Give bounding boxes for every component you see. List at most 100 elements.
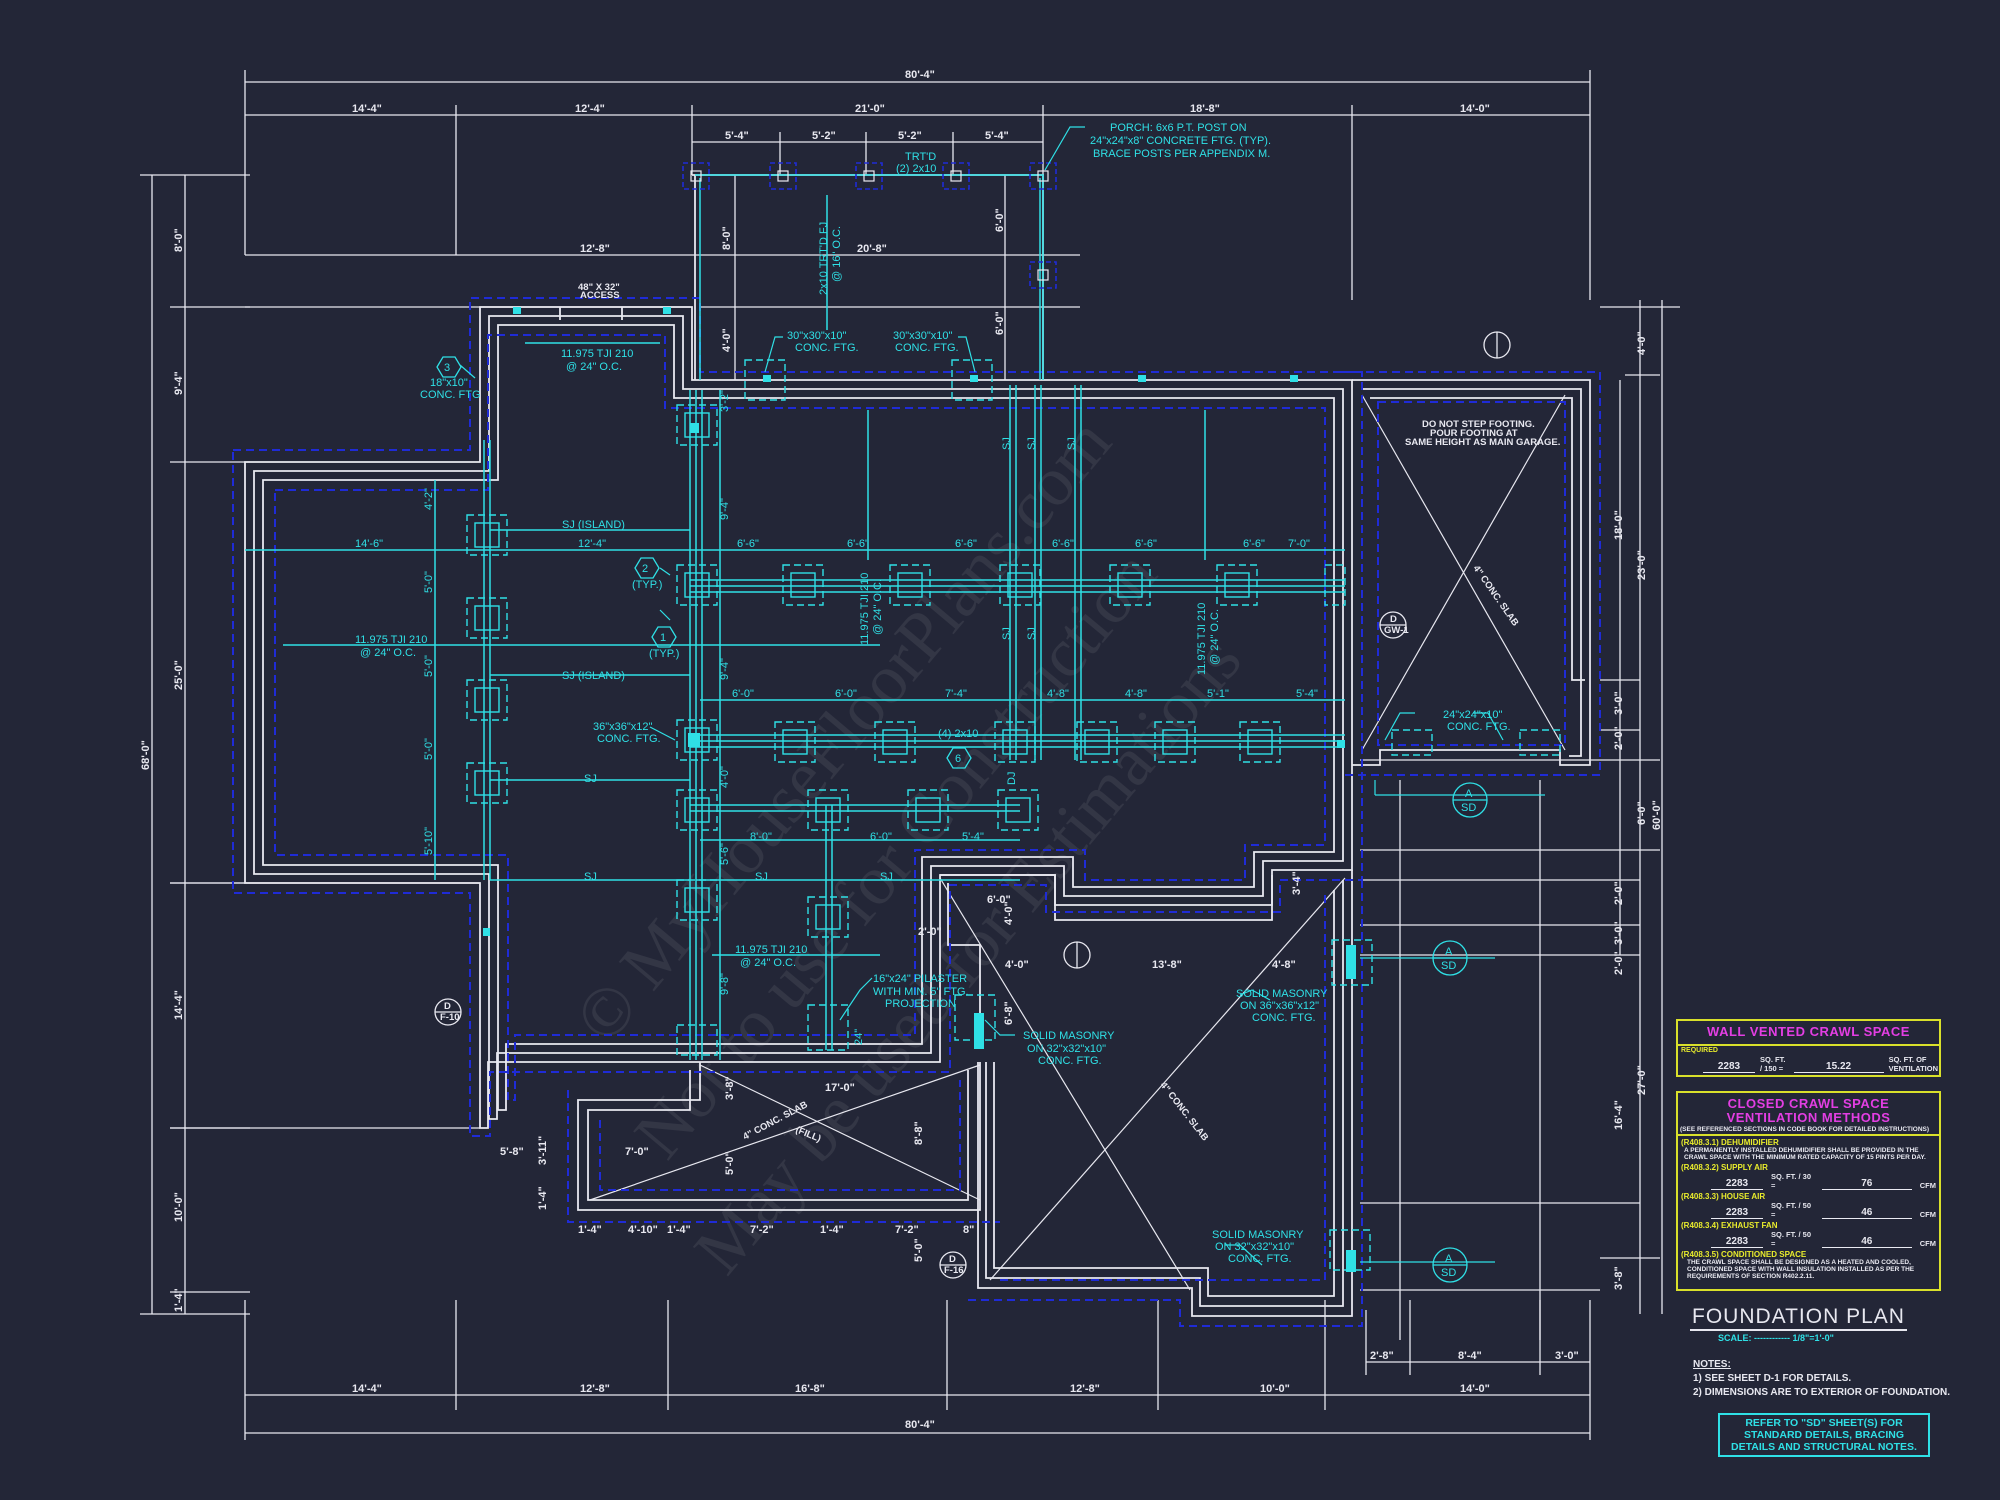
svg-text:4'-0": 4'-0" (721, 328, 733, 352)
svg-text:1'-4": 1'-4" (667, 1224, 691, 1236)
svg-text:5'-1": 5'-1" (1207, 688, 1229, 700)
svg-text:6'-6": 6'-6" (1243, 538, 1265, 550)
svg-text:4" CONC. SLAB: 4" CONC. SLAB (1471, 563, 1521, 628)
svg-text:3'-2": 3'-2" (719, 390, 731, 412)
svg-text:5'-10": 5'-10" (423, 827, 435, 855)
svg-text:1'-4": 1'-4" (537, 1186, 549, 1210)
svg-text:13'-8": 13'-8" (1152, 959, 1182, 971)
svg-text:27'-0": 27'-0" (1636, 1065, 1648, 1095)
svg-text:@ 24" O.C.: @ 24" O.C. (1209, 609, 1221, 665)
svg-text:GW-1: GW-1 (1384, 625, 1409, 636)
svg-text:6'-6": 6'-6" (1135, 538, 1157, 550)
svg-text:23'-0": 23'-0" (1636, 550, 1648, 580)
svg-text:CONC. FTG.: CONC. FTG. (1252, 1012, 1316, 1024)
svg-text:SOLID MASONRY: SOLID MASONRY (1023, 1030, 1115, 1042)
svg-text:ON 32"x32"x10": ON 32"x32"x10" (1215, 1241, 1294, 1253)
svg-text:18'-8": 18'-8" (1190, 103, 1220, 115)
svg-text:6'-0": 6'-0" (994, 208, 1006, 232)
svg-text:7'-0": 7'-0" (625, 1146, 649, 1158)
svg-text:4'-0": 4'-0" (1636, 331, 1648, 355)
svg-text:16'-8": 16'-8" (795, 1383, 825, 1395)
svg-text:11.975 TJI 210: 11.975 TJI 210 (859, 573, 871, 645)
svg-text:8'-0": 8'-0" (750, 831, 772, 843)
svg-text:21'-0": 21'-0" (855, 103, 885, 115)
svg-text:D: D (444, 1001, 451, 1012)
svg-text:A: A (1465, 788, 1473, 800)
svg-text:TRT'D: TRT'D (905, 151, 936, 163)
svg-text:9'-8": 9'-8" (719, 973, 731, 995)
beam-dimensions: 14'-6" 12'-4" 4'-2" 5'-0" 5'-0" 5'-0" 5'… (355, 390, 1318, 995)
svg-text:60'-0": 60'-0" (1651, 800, 1663, 830)
svg-text:14'-4": 14'-4" (352, 1383, 382, 1395)
svg-text:14'-4": 14'-4" (173, 990, 185, 1020)
svg-text:36"x36"x12": 36"x36"x12" (593, 721, 653, 733)
svg-text:3'-11": 3'-11" (537, 1136, 549, 1165)
svg-text:CONC. FTG.: CONC. FTG. (1447, 721, 1511, 733)
svg-text:12'-4": 12'-4" (578, 538, 606, 550)
wall-vented-calc: 2283 SQ. FT. / 150 = 15.22 SQ. FT. OF VE… (1703, 1055, 1939, 1073)
svg-text:F-16: F-16 (944, 1265, 964, 1276)
svg-text:5'-0": 5'-0" (913, 1238, 925, 1262)
svg-text:1: 1 (660, 632, 666, 644)
svg-text:4'-2": 4'-2" (423, 488, 435, 510)
svg-text:20'-8": 20'-8" (857, 243, 887, 255)
svg-text:1'-4": 1'-4" (820, 1224, 844, 1236)
svg-text:3'-4": 3'-4" (1291, 871, 1303, 895)
svg-text:SJ: SJ (1066, 437, 1078, 450)
svg-text:2'-0": 2'-0" (1613, 726, 1625, 750)
general-notes: NOTES: 1) SEE SHEET D-1 FOR DETAILS. 2) … (1693, 1358, 1950, 1400)
svg-text:D: D (949, 1254, 956, 1265)
svg-text:SJ (ISLAND): SJ (ISLAND) (562, 670, 625, 682)
svg-text:6'-6": 6'-6" (1052, 538, 1074, 550)
svg-text:14'-0": 14'-0" (1460, 1383, 1490, 1395)
svg-text:18'-0": 18'-0" (1613, 510, 1625, 540)
svg-text:SJ (ISLAND): SJ (ISLAND) (562, 519, 625, 531)
svg-text:A: A (1445, 1253, 1453, 1265)
svg-text:6'-6": 6'-6" (847, 538, 869, 550)
beams-and-joists (245, 174, 1345, 1060)
svg-text:3'-8": 3'-8" (724, 1076, 736, 1100)
scale-line: SCALE: ------------ 1/8"=1'-0" (1718, 1333, 1834, 1343)
svg-text:SAME HEIGHT AS MAIN GARAGE.: SAME HEIGHT AS MAIN GARAGE. (1405, 437, 1560, 448)
slab-hatching (589, 394, 1566, 1291)
svg-text:2'-0": 2'-0" (918, 926, 942, 938)
svg-text:4" CONC. SLAB: 4" CONC. SLAB (1158, 1080, 1211, 1143)
svg-text:SOLID MASONRY: SOLID MASONRY (1236, 988, 1328, 1000)
vents (483, 307, 1356, 1272)
leader-lines (459, 126, 1545, 1266)
svg-text:2'-0": 2'-0" (1613, 881, 1625, 905)
svg-text:4'-0": 4'-0" (1003, 901, 1015, 925)
note-item: 1) SEE SHEET D-1 FOR DETAILS. (1693, 1373, 1852, 1384)
svg-text:6'-6": 6'-6" (737, 538, 759, 550)
svg-text:3'-0": 3'-0" (1555, 1350, 1579, 1362)
supply-air-label: (R408.3.2) SUPPLY AIR (1681, 1163, 1768, 1172)
svg-text:5'-2": 5'-2" (812, 130, 836, 142)
dehumidifier-label: (R408.3.1) DEHUMIDIFIER (1681, 1138, 1779, 1147)
svg-text:4'-0": 4'-0" (1005, 959, 1029, 971)
svg-text:5'-6": 5'-6" (719, 843, 731, 865)
svg-text:11.975 TJI 210: 11.975 TJI 210 (1196, 603, 1208, 675)
svg-text:2'-8": 2'-8" (1370, 1350, 1394, 1362)
svg-text:ON 32"x32"x10": ON 32"x32"x10" (1027, 1043, 1106, 1055)
svg-text:4'-8": 4'-8" (1125, 688, 1147, 700)
svg-text:SD: SD (1461, 802, 1476, 814)
svg-text:16'-4": 16'-4" (1613, 1100, 1625, 1130)
svg-text:68'-0": 68'-0" (140, 740, 152, 770)
svg-text:CONC. FTG.: CONC. FTG. (1038, 1055, 1102, 1067)
svg-text:SD: SD (1441, 960, 1456, 972)
svg-text:SD: SD (1441, 1267, 1456, 1279)
svg-text:(2) 2x10: (2) 2x10 (896, 163, 936, 175)
svg-text:BRACE POSTS PER APPENDIX M.: BRACE POSTS PER APPENDIX M. (1093, 148, 1270, 160)
svg-text:SJ: SJ (1001, 437, 1013, 450)
svg-text:12'-8": 12'-8" (580, 243, 610, 255)
svg-text:(TYP.): (TYP.) (632, 579, 662, 591)
svg-text:7'-2": 7'-2" (750, 1224, 774, 1236)
exhaust-fan-calc: 2283 SQ. FT. / 50 = 46 CFM (1711, 1230, 1936, 1248)
svg-text:9'-4": 9'-4" (173, 371, 185, 395)
svg-text:A: A (1445, 946, 1453, 958)
svg-text:2x10 TRT'D FJ: 2x10 TRT'D FJ (818, 222, 830, 295)
svg-text:24"x24"x8" CONCRETE FTG. (TYP): 24"x24"x8" CONCRETE FTG. (TYP). (1090, 135, 1271, 147)
svg-text:SJ: SJ (1026, 627, 1038, 640)
svg-text:5'-0": 5'-0" (423, 571, 435, 593)
